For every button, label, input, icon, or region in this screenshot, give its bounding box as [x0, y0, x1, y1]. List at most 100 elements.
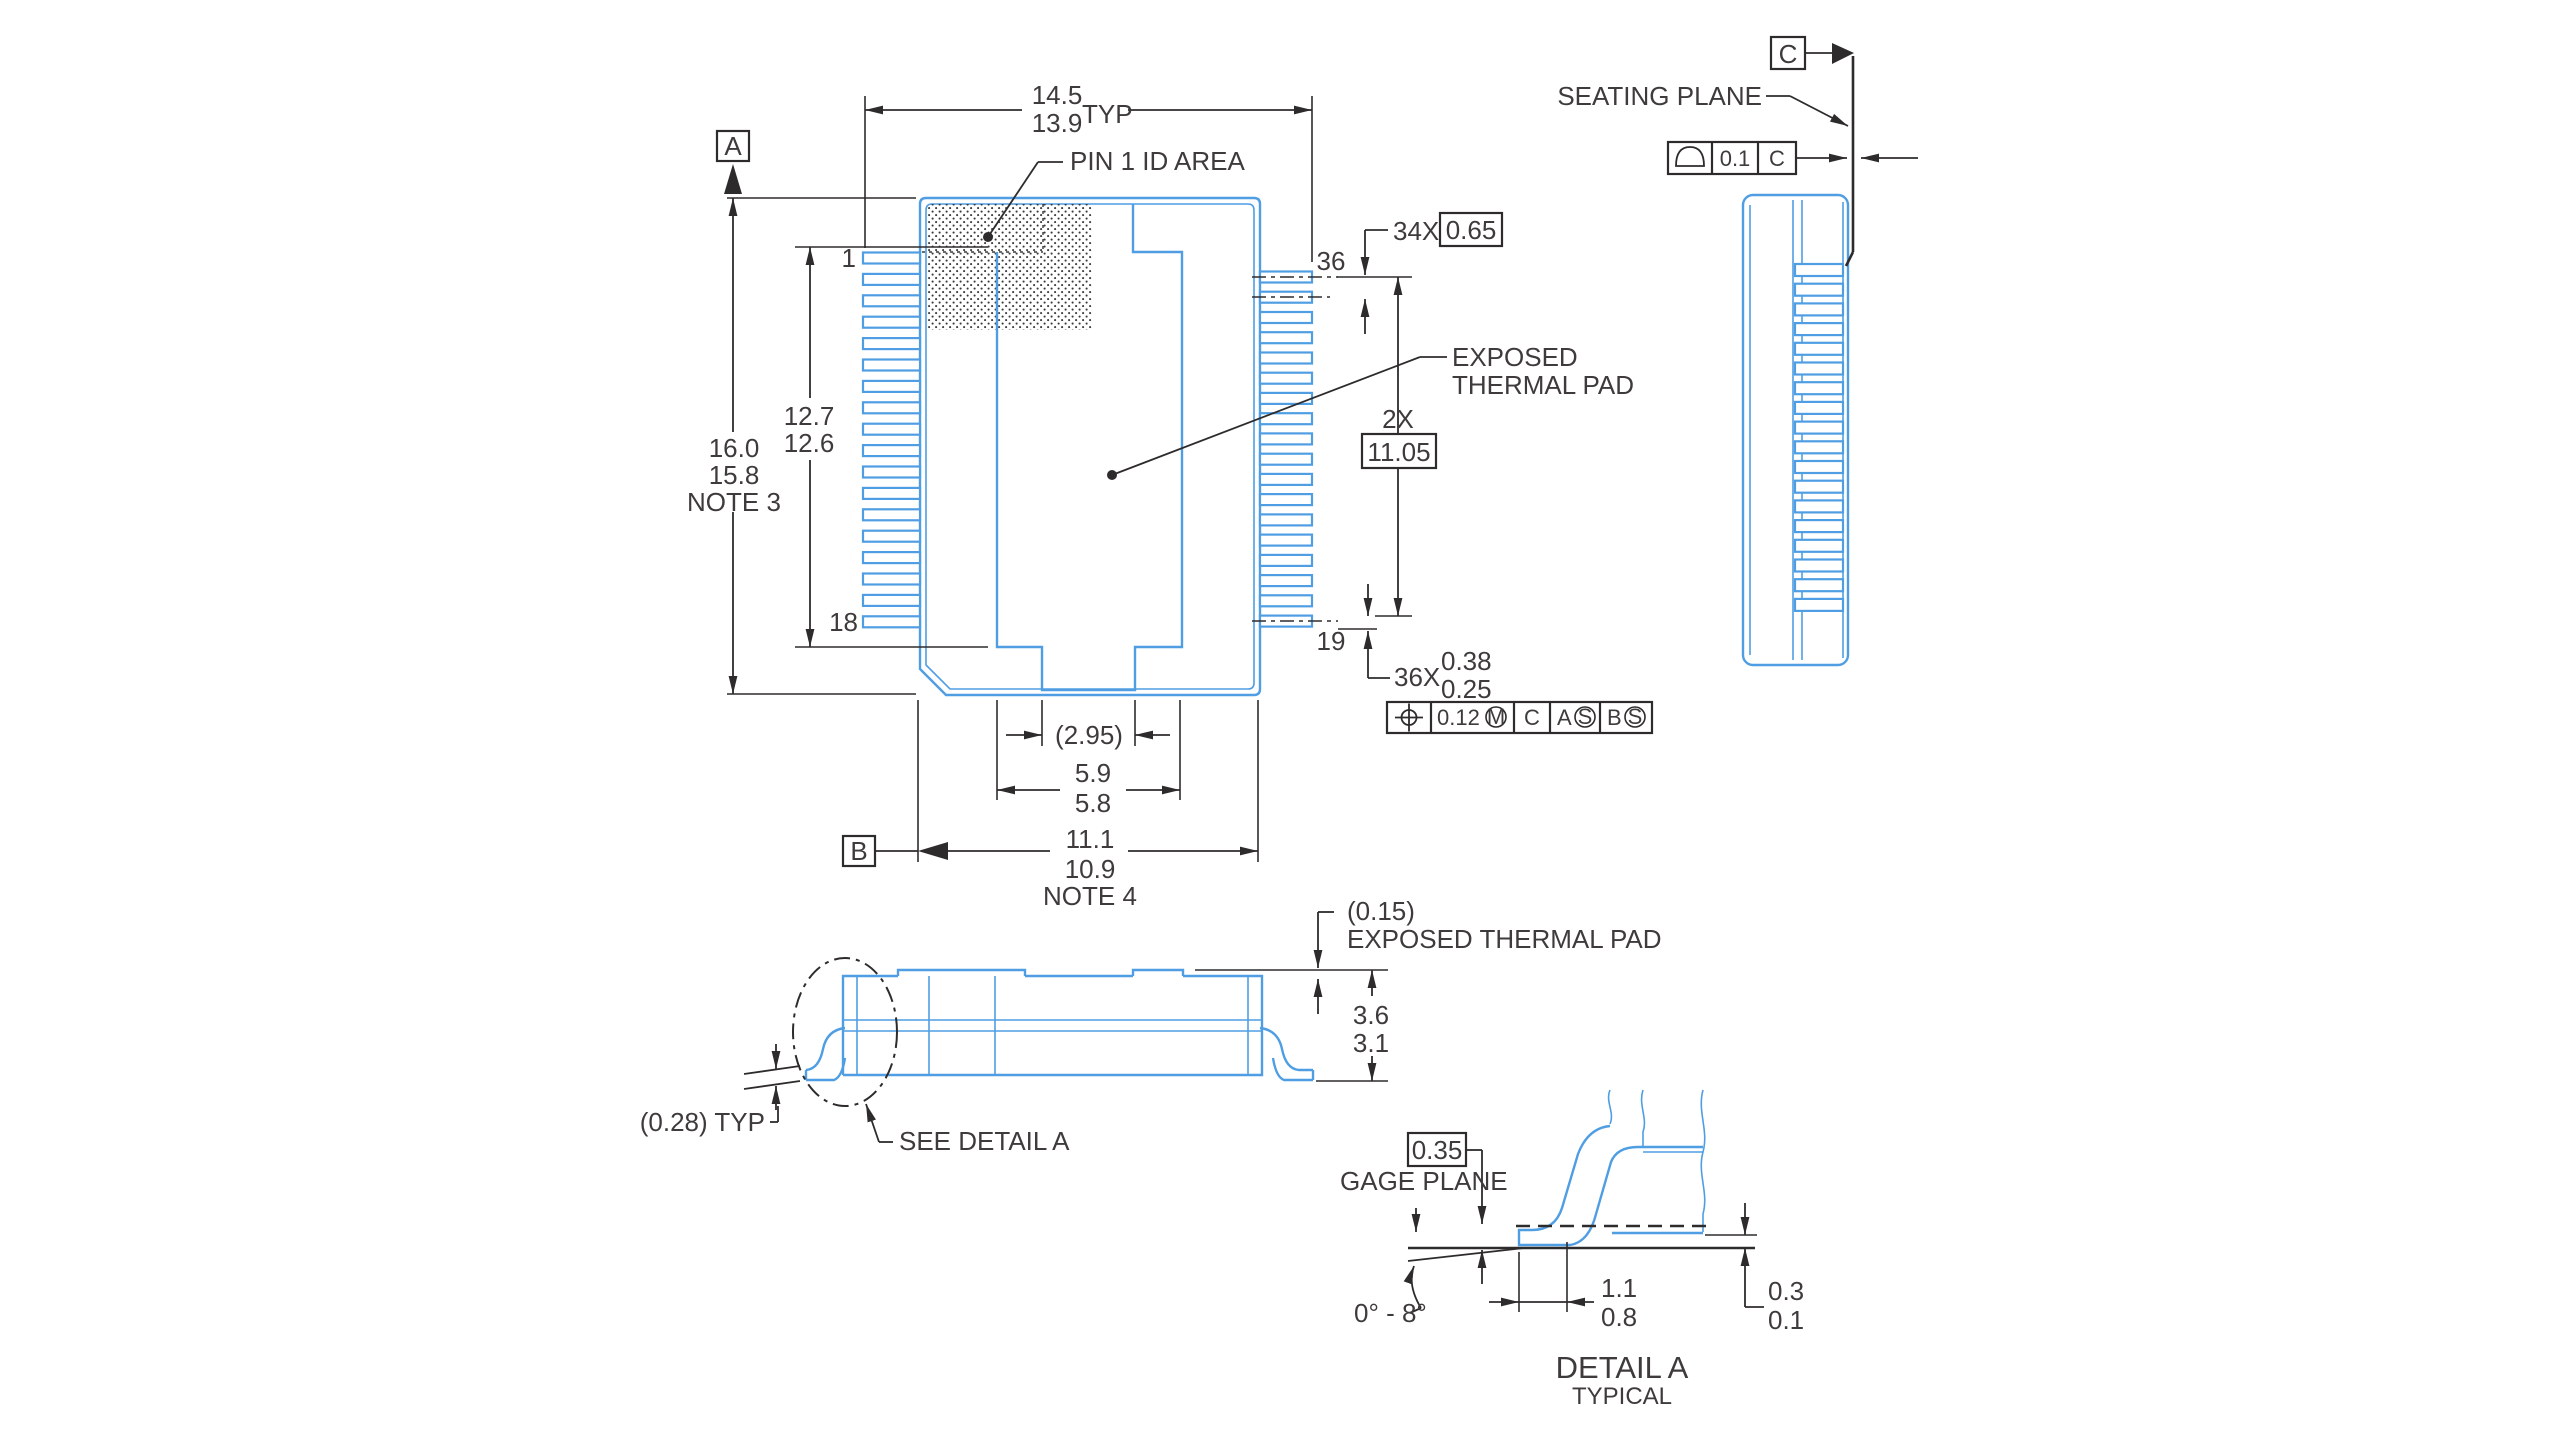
lead	[1258, 533, 1314, 547]
lead	[1258, 594, 1314, 608]
position-symbol-icon	[1395, 703, 1423, 732]
lead	[861, 593, 922, 608]
dim-body-width-datum-b: B 11.1 10.9 NOTE 4	[841, 700, 1259, 911]
dim-pad-protrusion: (0.15) EXPOSED THERMAL PAD	[1195, 896, 1662, 1014]
seating-plane: C SEATING PLANE	[1557, 35, 1855, 267]
lead	[1258, 452, 1314, 466]
pin-span-count: 2X	[1382, 404, 1414, 434]
height-max: 3.6	[1353, 1000, 1389, 1030]
dim-pad-width: 5.9 5.8	[996, 700, 1181, 818]
flatness-tolerance-frame: 0.1 C	[1666, 140, 1918, 176]
lead	[861, 465, 922, 479]
fcf-mmc-icon: M	[1487, 704, 1505, 729]
side-view: C SEATING PLANE 0.1 C	[1557, 35, 1918, 667]
lead	[1258, 351, 1314, 365]
dim-tip-height: 0.3 0.1	[1705, 1203, 1804, 1335]
lead	[1793, 381, 1845, 396]
lead	[861, 337, 922, 351]
lead	[861, 294, 922, 308]
fcf-datum-2-mod-icon: S	[1578, 704, 1593, 729]
lead	[861, 550, 922, 565]
foot-length-max: 1.1	[1601, 1273, 1637, 1303]
pin-span-value: 11.05	[1367, 437, 1430, 467]
lead	[861, 401, 922, 415]
lead	[1793, 578, 1845, 593]
dim-width-suffix: TYP	[1082, 99, 1133, 129]
fcf-datum-3: B	[1607, 705, 1622, 730]
lead	[861, 444, 922, 458]
lead	[1793, 499, 1845, 514]
seating-plane-label: SEATING PLANE	[1557, 81, 1762, 111]
lead	[1793, 558, 1845, 573]
leads-left-1-18	[861, 251, 922, 629]
body-width-min: 10.9	[1065, 854, 1116, 884]
lead	[861, 529, 922, 543]
dim-lead-zone-min: 12.6	[784, 428, 835, 458]
lead	[1258, 513, 1314, 527]
lead	[1793, 597, 1845, 613]
dim-foot-length: 1.1 0.8	[1489, 1242, 1637, 1332]
lead-angle-line	[1407, 1247, 1525, 1262]
datum-b-label: B	[850, 836, 867, 866]
lead	[1258, 371, 1314, 385]
lead-centerlines	[1252, 276, 1338, 622]
lead	[1258, 331, 1314, 345]
pin-18-label: 18	[829, 607, 858, 637]
pin1-id-area	[922, 204, 1092, 330]
pin-36-label: 36	[1317, 246, 1346, 276]
dim-lead-zone: 12.7 12.6	[784, 246, 988, 648]
detail-a-subtitle: TYPICAL	[1572, 1383, 1672, 1410]
position-tolerance-frame: 0.12 M C A S B S	[1385, 700, 1654, 735]
pitch-count: 34X	[1393, 216, 1439, 246]
dim-body-length-datum-a: A 16.0 15.8 NOTE 3	[687, 129, 916, 695]
fcf-datum-2: A	[1557, 705, 1572, 730]
tip-height-min: 0.1	[1768, 1305, 1804, 1335]
lead	[1258, 310, 1314, 325]
dim-pin-span: 2X 11.05	[1337, 276, 1438, 617]
standoff-value: (0.28) TYP	[640, 1107, 765, 1137]
lead-width-max: 0.38	[1441, 646, 1492, 676]
lead	[1258, 573, 1314, 588]
exposed-pad-label-2: THERMAL PAD	[1452, 370, 1634, 400]
height-min: 3.1	[1353, 1028, 1389, 1058]
dim-overall-width: 14.5 13.9 TYP	[864, 80, 1313, 262]
dim-length-max: 16.0	[709, 433, 760, 463]
datum-c-label: C	[1779, 39, 1798, 69]
lead-width-min: 0.25	[1441, 674, 1492, 704]
gage-value: 0.35	[1412, 1135, 1463, 1165]
lead	[861, 422, 922, 436]
front-leads	[804, 1026, 1315, 1082]
pitch-value: 0.65	[1446, 215, 1497, 245]
pad-protrusion-value: (0.15)	[1347, 896, 1415, 926]
dim-width-max: 14.5	[1032, 80, 1083, 110]
dim-length-min: 15.8	[709, 460, 760, 490]
foot-length-min: 0.8	[1601, 1302, 1637, 1332]
angle-value: 0° - 8°	[1354, 1298, 1427, 1328]
lead	[861, 315, 922, 329]
fcf-datum-3-mod-icon: S	[1628, 704, 1643, 729]
exposed-pad-outline	[995, 204, 1184, 692]
dim-standoff: (0.28) TYP	[640, 1044, 801, 1137]
lead	[1793, 518, 1845, 534]
lead	[1793, 341, 1845, 356]
lead	[1793, 322, 1845, 337]
see-detail-a-label: SEE DETAIL A	[899, 1126, 1070, 1156]
gage-plane-label: GAGE PLANE	[1340, 1166, 1508, 1196]
dim-gage-plane: 0.35 GAGE PLANE	[1340, 1131, 1508, 1284]
pin-19-label: 19	[1317, 626, 1346, 656]
lead	[1793, 420, 1845, 435]
lead	[861, 615, 922, 629]
flatness-symbol-icon	[1675, 146, 1705, 167]
fcf-tolerance: 0.12	[1437, 705, 1480, 730]
package-body-outline	[918, 196, 1262, 697]
lead	[1793, 361, 1845, 376]
top-view: 14.5 13.9 TYP PIN 1 ID AREA A 16.0 15.8 …	[687, 80, 1654, 911]
flatness-tolerance: 0.1	[1720, 146, 1751, 171]
pin-1-label: 1	[842, 243, 856, 273]
front-body-outline	[841, 968, 1264, 1077]
lead	[1793, 538, 1845, 553]
pin1-id-callout: PIN 1 ID AREA	[983, 146, 1245, 242]
dim-lead-width: 36X 0.38 0.25	[1338, 584, 1492, 704]
